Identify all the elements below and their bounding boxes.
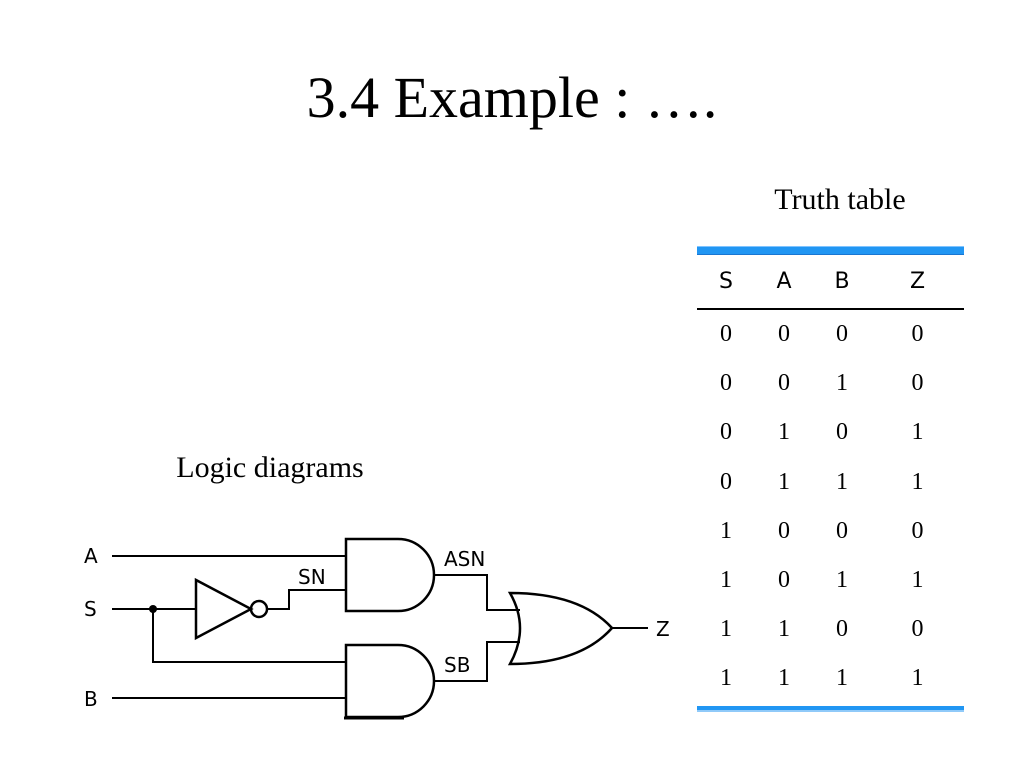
label-z: Z <box>656 617 670 641</box>
label-sn: SN <box>298 565 326 589</box>
wire-s-branch <box>152 609 346 663</box>
truth-table-caption: Truth table <box>774 183 906 216</box>
table-row: 1 1 1 1 <box>697 654 964 703</box>
cell-z: 1 <box>911 419 924 446</box>
table-top-bar <box>697 246 964 255</box>
table-row: 1 1 0 0 <box>697 605 964 654</box>
label-s: S <box>84 597 97 621</box>
junction-dot <box>149 605 157 613</box>
cell-a: 0 <box>778 517 790 544</box>
table-row: 0 1 0 1 <box>697 408 964 457</box>
and-gate-upper <box>344 537 436 613</box>
header-b: B <box>813 255 871 310</box>
cell-s: 0 <box>720 468 732 495</box>
table-header-row: S A B Z <box>697 255 964 310</box>
table-row: 0 0 0 0 <box>697 309 964 359</box>
header-z: Z <box>871 255 964 310</box>
cell-a: 1 <box>778 468 790 495</box>
label-asn: ASN <box>444 547 485 571</box>
wire-sn <box>267 589 346 610</box>
cell-z: 0 <box>911 321 924 348</box>
cell-a: 0 <box>778 321 790 348</box>
truth-table-grid: S A B Z 0 0 0 0 0 0 1 0 0 1 0 <box>697 255 964 704</box>
table-row: 0 0 1 0 <box>697 359 964 408</box>
cell-s: 0 <box>720 321 732 348</box>
cell-a: 0 <box>778 567 790 594</box>
cell-z: 0 <box>911 616 924 643</box>
or-gate <box>507 591 614 666</box>
table-row: 1 0 1 1 <box>697 556 964 605</box>
wire-asn <box>434 574 520 611</box>
cell-b: 0 <box>836 616 848 643</box>
truth-table: S A B Z 0 0 0 0 0 0 1 0 0 1 0 <box>697 246 964 712</box>
cell-s: 1 <box>720 665 732 692</box>
table-row: 1 0 0 0 <box>697 507 964 556</box>
label-sb: SB <box>444 653 470 677</box>
cell-a: 0 <box>778 370 790 397</box>
table-row: 0 1 1 1 <box>697 458 964 507</box>
cell-b: 0 <box>836 517 848 544</box>
and-gate-lower <box>344 643 436 719</box>
label-b: B <box>84 687 98 711</box>
slide-title: 3.4 Example : …. <box>306 65 718 130</box>
label-a: A <box>84 544 98 568</box>
cell-s: 0 <box>720 419 732 446</box>
cell-s: 0 <box>720 370 732 397</box>
cell-a: 1 <box>778 665 790 692</box>
inverter-gate <box>194 577 254 641</box>
header-a: A <box>755 255 813 310</box>
cell-z: 1 <box>911 468 924 495</box>
cell-z: 0 <box>911 370 924 397</box>
cell-z: 1 <box>911 665 924 692</box>
table-bottom-bar <box>697 705 964 712</box>
cell-s: 1 <box>720 567 732 594</box>
logic-diagram-caption: Logic diagrams <box>176 451 364 484</box>
cell-b: 1 <box>836 370 848 397</box>
cell-s: 1 <box>720 517 732 544</box>
cell-b: 1 <box>836 567 848 594</box>
cell-s: 1 <box>720 616 732 643</box>
cell-b: 0 <box>836 419 848 446</box>
wire-sb <box>434 641 520 682</box>
cell-a: 1 <box>778 419 790 446</box>
cell-b: 0 <box>836 321 848 348</box>
cell-b: 1 <box>836 468 848 495</box>
header-s: S <box>697 255 755 310</box>
cell-a: 1 <box>778 616 790 643</box>
cell-b: 1 <box>836 665 848 692</box>
cell-z: 1 <box>911 567 924 594</box>
cell-z: 0 <box>911 517 924 544</box>
